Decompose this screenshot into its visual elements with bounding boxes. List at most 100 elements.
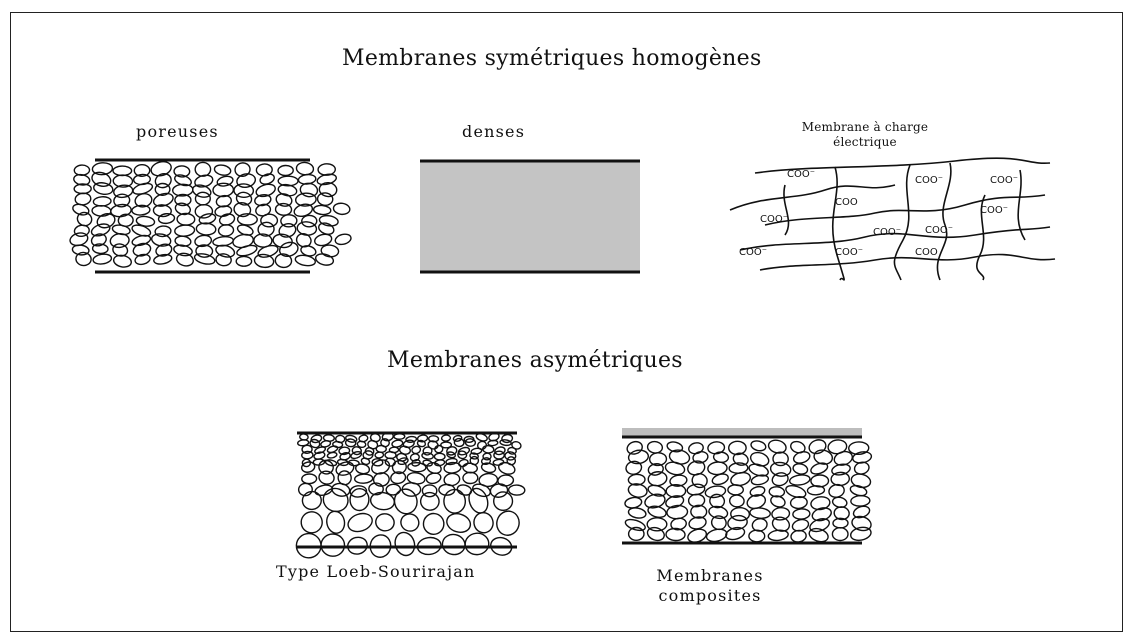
label-composite-line2: composites xyxy=(640,586,780,606)
pore-cell xyxy=(708,505,729,520)
pore-cell xyxy=(215,253,231,266)
charge-group-label: COO⁻ xyxy=(787,169,815,180)
pore-cell xyxy=(195,192,210,205)
pore-cell xyxy=(296,162,314,176)
charge-group-label: COO⁻ xyxy=(873,227,901,238)
pore-cell xyxy=(749,530,765,542)
pore-cell xyxy=(109,233,130,249)
pore-cell xyxy=(392,487,419,516)
pore-cell xyxy=(333,202,351,215)
pore-cell xyxy=(334,233,352,246)
pore-cell xyxy=(769,494,786,509)
pore-cell xyxy=(321,534,345,557)
pore-cell xyxy=(74,165,90,176)
pore-cell xyxy=(218,224,234,236)
pore-cell xyxy=(464,532,490,556)
label-loeb-sourirajan: Type Loeb-Sourirajan xyxy=(276,562,476,581)
pore-cell xyxy=(318,164,336,176)
pore-cell xyxy=(434,453,445,460)
pore-cell xyxy=(261,214,278,227)
pore-cell xyxy=(832,528,848,541)
pore-cell xyxy=(494,509,522,538)
pore-cell xyxy=(408,462,426,472)
pore-cell xyxy=(749,507,770,519)
pore-cell xyxy=(727,514,748,531)
pore-cell xyxy=(827,439,847,455)
pore-cell xyxy=(849,526,872,543)
label-charged-line1: Membrane à charge xyxy=(790,120,940,135)
pore-cell xyxy=(441,533,467,557)
pore-cell xyxy=(707,461,727,475)
pore-cell xyxy=(374,512,395,532)
pore-cell xyxy=(320,485,351,515)
pore-cell xyxy=(466,486,491,516)
charge-group-label: COO xyxy=(835,197,858,208)
pore-cell xyxy=(441,435,450,442)
figure-frame xyxy=(10,12,1123,632)
pore-cell xyxy=(275,203,292,215)
dense-membrane-diagram xyxy=(420,159,645,277)
pore-cell xyxy=(666,441,683,454)
pore-cell xyxy=(375,452,384,459)
dense-membrane-body xyxy=(420,161,640,271)
pore-cell xyxy=(301,451,313,459)
pore-cell xyxy=(177,213,195,225)
pore-cell xyxy=(705,527,728,543)
pore-cell xyxy=(768,529,789,541)
pore-cell xyxy=(688,515,707,530)
pore-cell xyxy=(345,439,356,447)
pore-cell xyxy=(152,191,175,208)
pore-cell xyxy=(624,496,642,509)
pore-cell xyxy=(301,491,322,511)
pore-cell xyxy=(770,461,792,477)
pore-cell xyxy=(174,224,195,237)
label-composite-line1: Membranes xyxy=(640,566,780,586)
charge-group-label: COO⁻ xyxy=(835,247,863,258)
charge-group-label: COO⁻ xyxy=(915,175,943,186)
label-charged-line2: électrique xyxy=(790,135,940,150)
pore-cell xyxy=(471,510,495,535)
pore-cell xyxy=(463,472,478,484)
label-charged-membrane: Membrane à charge électrique xyxy=(790,120,940,150)
charged-membrane-diagram: COO⁻COO⁻COO⁻COOCOO⁻COO⁻COO⁻COO⁻COO⁻COO⁻C… xyxy=(725,155,1065,285)
pore-cell xyxy=(92,253,112,265)
pore-cell xyxy=(628,507,647,520)
pore-cell xyxy=(444,511,472,535)
pore-cell xyxy=(213,183,234,197)
pore-cell xyxy=(809,461,829,476)
pore-cell xyxy=(411,445,421,454)
pore-cell xyxy=(354,474,372,484)
title-symmetric-membranes: Membranes symétriques homogènes xyxy=(342,46,762,71)
pore-cell xyxy=(278,165,294,176)
composite-skin-layer xyxy=(622,428,862,436)
pore-cell xyxy=(789,474,811,487)
pore-cell xyxy=(153,253,173,265)
pore-cell xyxy=(214,164,232,177)
charge-group-label: COO xyxy=(915,247,938,258)
pore-cell xyxy=(494,492,513,510)
charge-group-label: COO⁻ xyxy=(739,247,767,258)
pore-cell xyxy=(394,434,405,440)
charge-group-label: COO⁻ xyxy=(980,205,1008,216)
pore-cell xyxy=(625,440,643,456)
pore-cell xyxy=(90,222,111,238)
pore-cell xyxy=(399,512,421,534)
pore-cell xyxy=(350,485,367,498)
pore-cell xyxy=(392,530,417,558)
pore-cell xyxy=(406,436,417,443)
pore-cell xyxy=(315,252,335,267)
pore-cell xyxy=(443,489,466,514)
pore-cell xyxy=(376,445,386,452)
pore-cell xyxy=(75,252,92,267)
pore-cell xyxy=(807,438,827,456)
pore-cell xyxy=(508,485,525,496)
pore-cell xyxy=(350,488,370,511)
pore-cell xyxy=(113,166,132,175)
pore-cell xyxy=(236,243,258,257)
pore-cell xyxy=(664,460,686,476)
pore-cell xyxy=(195,204,213,218)
composite-pores xyxy=(624,438,873,545)
pore-cell xyxy=(313,205,331,215)
pore-cell xyxy=(302,474,317,484)
pore-cell xyxy=(75,192,92,205)
